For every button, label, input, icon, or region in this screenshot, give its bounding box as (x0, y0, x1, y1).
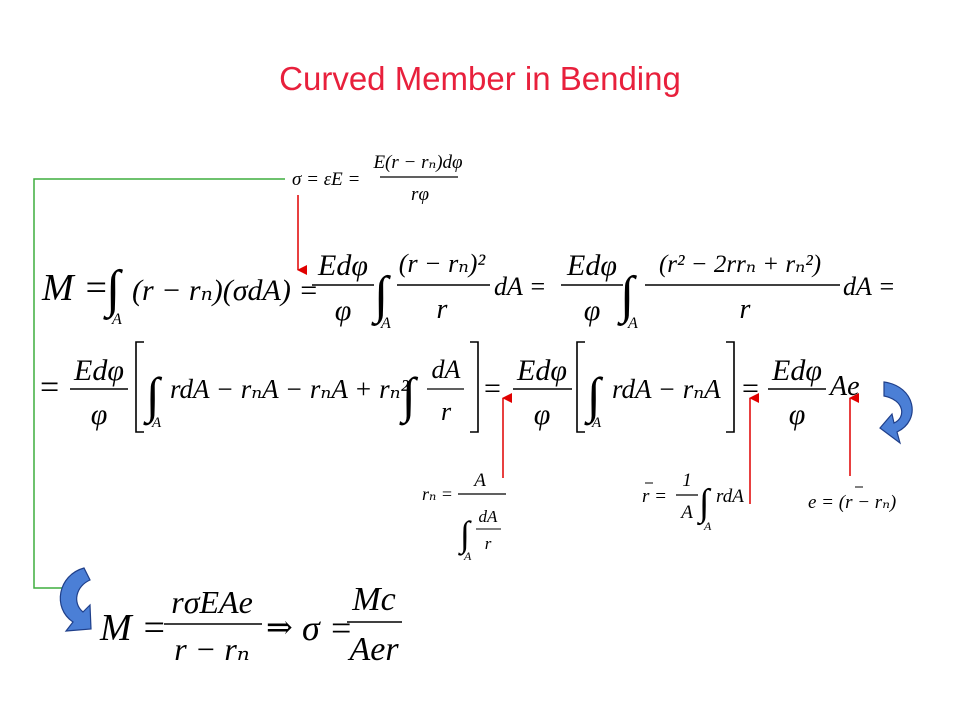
svg-text:A: A (591, 415, 602, 431)
svg-text:Edφ: Edφ (566, 249, 617, 282)
svg-text:r: r (740, 294, 751, 325)
svg-text:φ: φ (335, 294, 352, 327)
svg-text:r: r (441, 397, 452, 426)
svg-text:=: = (40, 369, 59, 406)
svg-text:A: A (679, 502, 693, 523)
svg-text:φ: φ (91, 398, 108, 431)
svg-text:rdA − rₙA: rdA − rₙA (612, 374, 721, 404)
curved-arrow-left-icon (59, 567, 92, 632)
svg-text:φ: φ (534, 398, 551, 431)
svg-text:r: r (437, 294, 448, 325)
slide-title: Curved Member in Bending (279, 60, 681, 97)
svg-text:A: A (472, 470, 486, 491)
svg-text:rσEAe: rσEAe (171, 584, 253, 620)
svg-text:∫: ∫ (458, 514, 472, 556)
svg-text:A: A (151, 415, 162, 431)
svg-text:∫: ∫ (617, 267, 637, 326)
svg-text:rₙ =: rₙ = (422, 484, 453, 504)
svg-text:r: r (485, 534, 492, 553)
svg-text:A: A (111, 311, 122, 328)
svg-text:M =: M = (99, 607, 167, 649)
eccentricity-equation: e = (r − rₙ) (808, 486, 896, 513)
svg-text:dA =: dA = (494, 272, 546, 301)
neutral-axis-equation: rₙ = A ∫ A dA r (422, 470, 506, 563)
svg-text:∫: ∫ (399, 367, 419, 426)
svg-text:∫: ∫ (584, 367, 604, 426)
svg-text:Edφ: Edφ (73, 354, 124, 387)
svg-text:∫: ∫ (143, 367, 163, 426)
svg-text:∫: ∫ (371, 267, 391, 326)
svg-text:σ =: σ = (302, 608, 353, 648)
svg-text:e = (r − rₙ): e = (r − rₙ) (808, 492, 896, 513)
svg-text:rdA − rₙA − rₙA + rₙ²: rdA − rₙA − rₙA + rₙ² (170, 374, 410, 404)
green-connector-line (33, 178, 285, 589)
svg-text:rdA: rdA (716, 486, 744, 507)
svg-text:A: A (463, 549, 472, 563)
svg-text:dA: dA (479, 507, 499, 526)
svg-text:rφ: rφ (411, 184, 429, 205)
svg-text:(r − rₙ)(σdA) =: (r − rₙ)(σdA) = (132, 274, 319, 307)
svg-text:(r − rₙ)²: (r − rₙ)² (399, 249, 487, 278)
svg-text:⇒: ⇒ (266, 609, 293, 645)
svg-text:r − rₙ: r − rₙ (174, 631, 249, 667)
svg-text:A: A (380, 315, 391, 332)
svg-text:Edφ: Edφ (317, 249, 368, 282)
svg-text:∫: ∫ (697, 482, 712, 526)
final-equation: M = rσEAe r − rₙ ⇒ σ = Mc Aer (99, 581, 402, 668)
svg-text:dA =: dA = (843, 272, 895, 301)
svg-text:Ae: Ae (828, 371, 860, 402)
svg-text:∫: ∫ (103, 261, 123, 320)
svg-text:Edφ: Edφ (516, 354, 567, 387)
svg-text:Mc: Mc (351, 581, 395, 618)
svg-text:σ = εE =: σ = εE = (292, 169, 360, 190)
svg-text:r =: r = (642, 486, 667, 507)
svg-text:(r² − 2rrₙ + rₙ²): (r² − 2rrₙ + rₙ²) (659, 251, 821, 278)
centroid-equation: r = 1 A ∫ A rdA (642, 470, 744, 533)
svg-text:=: = (484, 372, 501, 405)
svg-text:A: A (627, 315, 638, 332)
svg-text:1: 1 (682, 470, 692, 491)
svg-text:dA: dA (432, 355, 461, 384)
stress-equation: σ = εE = E(r − rₙ)dφ rφ (292, 152, 463, 205)
svg-text:φ: φ (789, 398, 806, 431)
svg-text:Edφ: Edφ (771, 354, 822, 387)
svg-text:A: A (703, 519, 712, 533)
svg-text:E(r − rₙ)dφ: E(r − rₙ)dφ (372, 152, 462, 173)
svg-text:φ: φ (584, 294, 601, 327)
curved-arrow-right-icon (879, 381, 913, 445)
moment-equation-line-2: = Edφ φ ∫ A rdA − rₙA − rₙA + rₙ² ∫ dA r… (40, 341, 860, 433)
svg-text:Aer: Aer (347, 631, 399, 668)
moment-equation-line-1: M = ∫ A (r − rₙ)(σdA) = Edφ φ ∫ A (r − r… (41, 249, 895, 332)
svg-text:M =: M = (41, 267, 109, 309)
